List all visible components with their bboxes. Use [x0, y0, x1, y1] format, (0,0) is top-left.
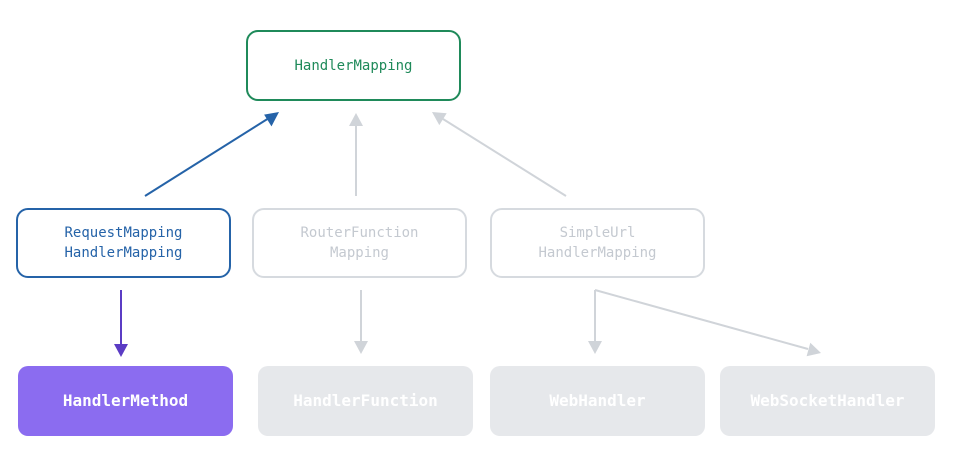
- websocket-handler-node: WebSocketHandler: [720, 366, 935, 436]
- router-function-label-line1: RouterFunction: [300, 225, 419, 241]
- router-function-label-line2: Mapping: [329, 245, 389, 261]
- websocket-handler-label: WebSocketHandler: [750, 391, 905, 410]
- handler-method-label: HandlerMethod: [62, 391, 189, 410]
- simple-url-label-line1: SimpleUrl: [559, 225, 636, 241]
- edge-requestmapping-to-handlermapping: [144, 112, 279, 197]
- web-handler-label: WebHandler: [549, 391, 646, 410]
- handler-function-label: HandlerFunction: [293, 391, 438, 410]
- simple-url-handler-mapping-node: SimpleUrl HandlerMapping: [490, 208, 705, 278]
- simple-url-label-line2: HandlerMapping: [538, 245, 657, 261]
- edge-requestmapping-to-handlermethod: [114, 290, 128, 357]
- handler-function-node: HandlerFunction: [258, 366, 473, 436]
- handler-method-node: HandlerMethod: [18, 366, 233, 436]
- router-function-mapping-node: RouterFunction Mapping: [252, 208, 467, 278]
- edge-simpleurl-to-handlermapping: [432, 112, 567, 197]
- edge-simpleurl-to-websockethandler: [594, 289, 821, 357]
- edge-routerfunction-to-handlerfunction: [354, 290, 368, 354]
- request-mapping-handler-mapping-node: RequestMapping HandlerMapping: [16, 208, 231, 278]
- edge-simpleurl-to-webhandler: [588, 290, 602, 354]
- web-handler-node: WebHandler: [490, 366, 705, 436]
- edge-routerfunction-to-handlermapping: [349, 113, 363, 196]
- handler-mapping-label: HandlerMapping: [294, 57, 413, 74]
- request-mapping-label-line1: RequestMapping: [64, 225, 183, 241]
- handler-mapping-node: HandlerMapping: [246, 30, 461, 101]
- request-mapping-label-line2: HandlerMapping: [64, 245, 183, 261]
